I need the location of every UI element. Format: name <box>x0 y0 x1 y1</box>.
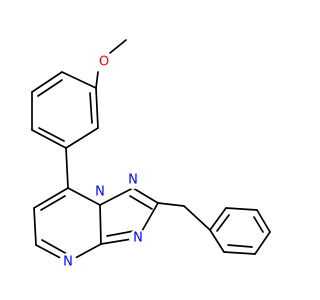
nitrogen-label-pyrimidine: N <box>63 255 73 270</box>
bond-ring-a-6 <box>61 71 97 89</box>
bond-ring-b-3-inner <box>253 216 264 233</box>
bond-tri-1 <box>99 187 134 206</box>
bond-pyr-1-inner <box>40 195 66 211</box>
bond-methyl-o <box>109 39 127 54</box>
nitrogen-atom-triazole-top: N <box>124 171 142 189</box>
bond-aryl-c7 <box>65 147 69 189</box>
bond-ring-b-5 <box>223 251 256 255</box>
bond-chain-1 <box>157 202 185 207</box>
bond-ring-b-1-inner <box>216 214 230 232</box>
bond-ring-b-5-inner <box>227 244 253 248</box>
nitrogen-atom-pyrimidine: N <box>59 253 77 271</box>
bond-ring-a-1-inner <box>89 92 93 124</box>
bond-pyr-2 <box>33 207 37 246</box>
bonds <box>31 39 271 263</box>
atom-labels: O N N N N <box>59 53 147 271</box>
bond-pyr-5 <box>99 204 102 245</box>
bond-ring-b-4 <box>254 231 271 255</box>
nitrogen-atom-bridgehead: N <box>91 183 109 201</box>
oxygen-label: O <box>99 55 109 70</box>
oxygen-atom: O <box>95 53 113 71</box>
bond-tri-2-inner <box>129 195 153 210</box>
bond-ring-a-5-inner <box>37 79 63 97</box>
nitrogen-label-triazole-bottom: N <box>133 231 143 246</box>
bond-ring-b-2 <box>225 207 258 211</box>
bond-ring-a-1 <box>95 87 99 129</box>
bond-tri-4-inner <box>106 230 135 237</box>
bond-ring-a-3 <box>31 129 67 149</box>
bond-ring-b-3 <box>256 209 271 233</box>
bond-pyr-3-inner <box>41 239 68 255</box>
bond-ring-b-6 <box>209 229 225 253</box>
bond-o-aryl <box>95 71 99 89</box>
nitrogen-atom-triazole-bottom: N <box>129 229 147 247</box>
bond-chain-2 <box>183 205 211 231</box>
bond-ring-a-3-inner <box>38 127 65 142</box>
bond-ring-b-1 <box>209 207 227 231</box>
bond-tri-2 <box>132 187 159 204</box>
nitrogen-label-triazole-top: N <box>128 173 138 188</box>
bond-pyr-1 <box>33 187 69 209</box>
bond-ring-a-5 <box>31 71 63 93</box>
bond-pyr-6 <box>67 187 101 206</box>
bond-ring-a-2 <box>65 127 99 149</box>
chemical-structure-diagram: O N N N N <box>31 39 271 271</box>
nitrogen-label-bridgehead: N <box>95 185 105 200</box>
